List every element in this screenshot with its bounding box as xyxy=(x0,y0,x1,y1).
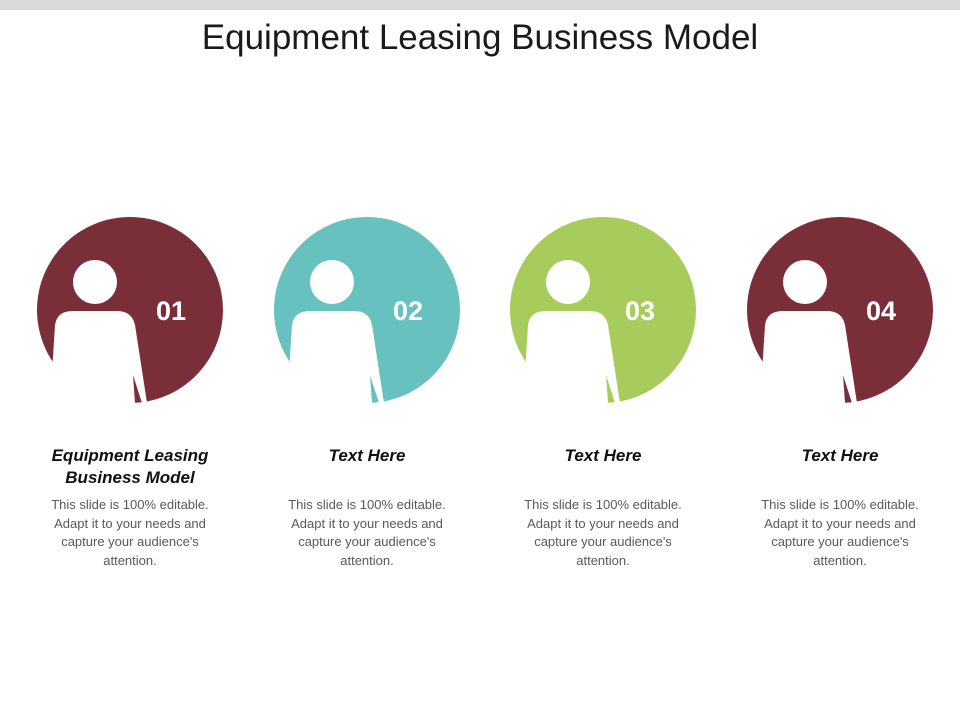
step-number: 01 xyxy=(156,296,186,326)
person-icon: 01 xyxy=(35,215,225,405)
step-body: This slide is 100% editable. Adapt it to… xyxy=(524,497,682,568)
step-body: This slide is 100% editable. Adapt it to… xyxy=(288,497,446,568)
step-heading: Equipment Leasing Business Model xyxy=(51,446,209,487)
step-heading: Text Here xyxy=(564,446,642,465)
step-card-1: 01 Equipment Leasing Business Model This… xyxy=(35,215,225,615)
person-icon: 03 xyxy=(508,215,698,405)
step-number: 02 xyxy=(393,296,423,326)
step-card-2: 02 Text Here This slide is 100% editable… xyxy=(272,215,462,615)
step-heading: Text Here xyxy=(801,446,879,465)
step-card-3: 03 Text Here This slide is 100% editable… xyxy=(508,215,698,615)
step-heading: Text Here xyxy=(328,446,406,465)
step-body: This slide is 100% editable. Adapt it to… xyxy=(761,497,919,568)
person-icon: 04 xyxy=(745,215,935,405)
step-number: 03 xyxy=(625,296,655,326)
step-card-4: 04 Text Here This slide is 100% editable… xyxy=(745,215,935,615)
person-icon: 02 xyxy=(272,215,462,405)
step-number: 04 xyxy=(866,296,896,326)
step-body: This slide is 100% editable. Adapt it to… xyxy=(51,497,209,568)
top-bar xyxy=(0,0,960,10)
slide-title: Equipment Leasing Business Model xyxy=(201,18,759,57)
